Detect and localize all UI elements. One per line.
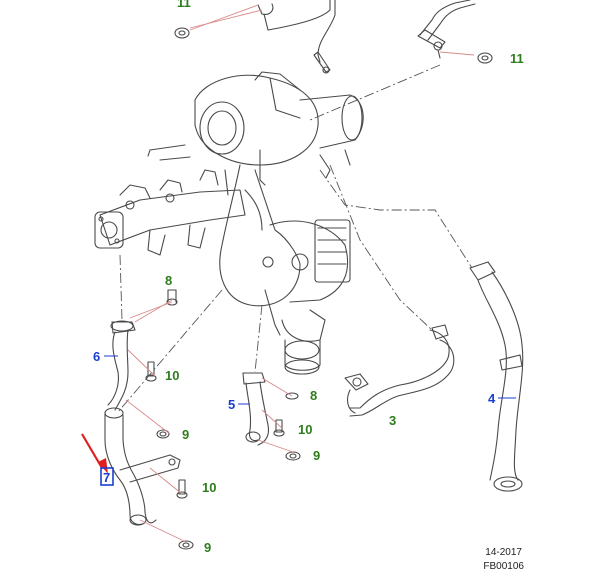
assembly-center-lines (117, 64, 473, 413)
callout-5: 5 (228, 397, 235, 412)
callout-8-lower: 8 (310, 388, 317, 403)
exhaust-manifold (94, 169, 246, 256)
callout-7: 7 (103, 470, 110, 485)
callout-9-bottom: 9 (204, 540, 211, 555)
footer-code: FB00106 (483, 561, 524, 572)
callout-9-mid: 9 (182, 427, 189, 442)
callout-8-upper: 8 (165, 273, 172, 288)
blue-callout-ticks (104, 355, 516, 405)
item-7-highlight-box (100, 467, 114, 486)
callout-leaders (125, 4, 475, 543)
hose-7 (104, 407, 181, 526)
pipe-3 (344, 324, 455, 417)
hose-4 (469, 261, 524, 492)
callout-10-upper: 10 (165, 368, 179, 383)
turbo-studs (147, 144, 351, 196)
red-arrow-indicator (81, 433, 108, 474)
fasteners (145, 27, 493, 550)
callout-11-left: 11 (177, 0, 191, 10)
oil-feed-pipe-right (417, 0, 476, 59)
callout-6: 6 (93, 349, 100, 364)
callout-4: 4 (488, 391, 496, 406)
hose-6 (107, 320, 136, 411)
callout-3: 3 (389, 413, 396, 428)
callout-10-lower-left: 10 (202, 480, 216, 495)
hose-5 (242, 372, 270, 446)
callout-9-right: 9 (313, 448, 320, 463)
callout-10-mid: 10 (298, 422, 312, 437)
footer-date: 14-2017 (485, 547, 522, 558)
oil-feed-pipe-left (257, 0, 336, 74)
callout-11-right: 11 (510, 51, 524, 66)
turbocharger-assembly (194, 71, 364, 375)
